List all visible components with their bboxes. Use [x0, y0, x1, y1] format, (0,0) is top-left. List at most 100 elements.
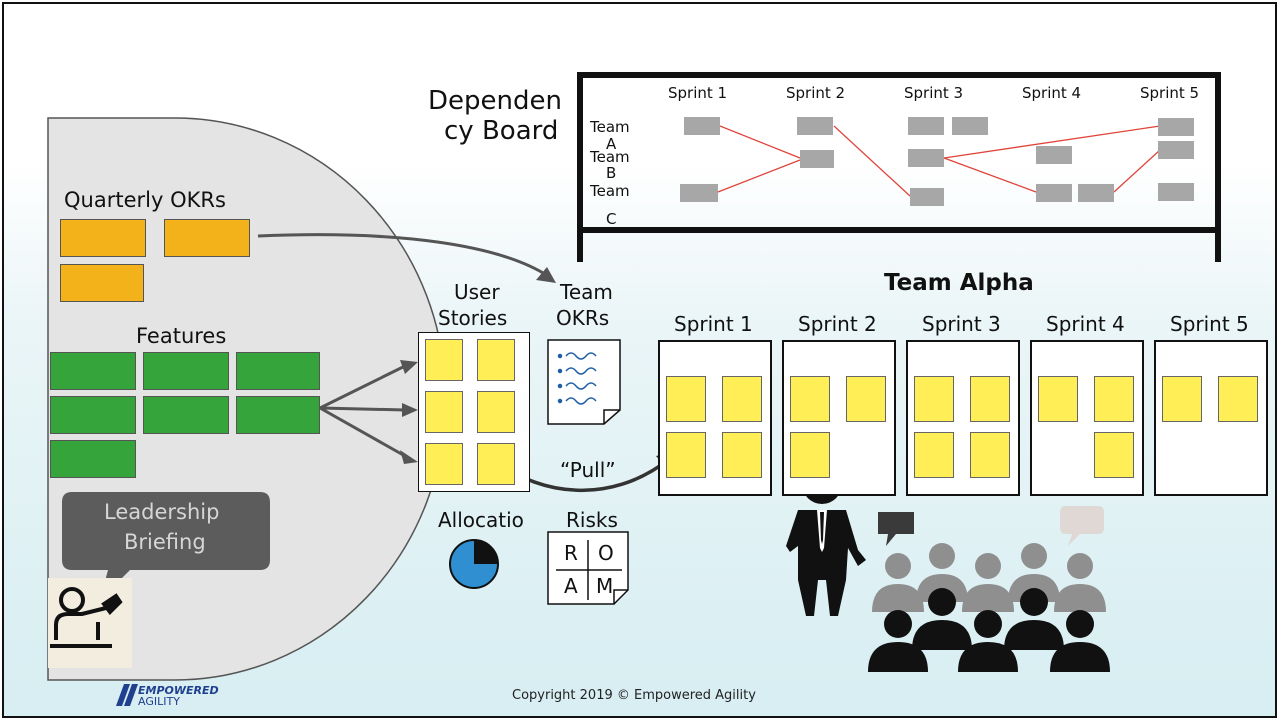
team-okrs-line2: OKRs	[556, 306, 610, 330]
dep-sprint-5: Sprint 5	[1140, 84, 1200, 102]
feature-note	[236, 396, 320, 434]
leadership-briefing-line1: Leadership	[104, 500, 220, 524]
roam-board	[547, 531, 629, 605]
dep-team-a-line1: Team	[590, 118, 630, 136]
empowered-agility-logo-mark	[116, 684, 138, 706]
dep-card	[684, 117, 720, 135]
team-alpha-title: Team Alpha	[884, 270, 1034, 296]
dependency-board-title-line1: Dependen	[428, 86, 562, 116]
features-label: Features	[136, 324, 227, 348]
user-story-note	[477, 339, 515, 381]
logo-line1: EMPOWERED	[138, 684, 219, 697]
risk-letter-m: M	[596, 574, 614, 598]
sprint-story-note	[846, 376, 886, 422]
risks-label: Risks	[566, 508, 618, 532]
risk-letter-r: R	[564, 541, 578, 565]
quarterly-okr-note	[164, 219, 250, 257]
team-okrs-document-icon	[547, 339, 621, 425]
dep-team-b-line1: Team	[590, 148, 630, 166]
feature-note	[236, 352, 320, 390]
user-story-note	[477, 391, 515, 433]
sprint-story-note	[1094, 376, 1134, 422]
sprint-story-note	[914, 432, 954, 478]
sprint-story-note	[722, 432, 762, 478]
dep-card	[1036, 184, 1072, 202]
audience-black-row	[868, 588, 1110, 672]
team-okrs-line1: Team	[560, 280, 613, 304]
team-light-speech-bubble	[1060, 506, 1104, 546]
dep-card	[680, 184, 718, 202]
dep-sprint-4: Sprint 4	[1022, 84, 1082, 102]
sprint-story-note	[1038, 376, 1078, 422]
alpha-sprint-4-label: Sprint 4	[1046, 312, 1125, 336]
sprint-story-note	[722, 376, 762, 422]
allocation-label: Allocatio	[438, 508, 524, 532]
dep-team-a-line2: A	[606, 135, 617, 153]
sprint-story-note	[914, 376, 954, 422]
alpha-sprint-1-label: Sprint 1	[674, 312, 753, 336]
user-story-note	[425, 391, 463, 433]
dep-card	[908, 149, 944, 167]
dep-card	[952, 117, 988, 135]
dep-card	[800, 150, 834, 168]
quarterly-okr-note	[60, 219, 146, 257]
alpha-sprint-3-column	[906, 340, 1020, 496]
user-story-note	[477, 443, 515, 485]
dep-team-b-line2: B	[606, 164, 617, 182]
alpha-sprint-2-label: Sprint 2	[798, 312, 877, 336]
audience-grey-row	[872, 543, 1106, 612]
user-stories-line1: User	[454, 280, 500, 304]
feature-note	[143, 352, 229, 390]
okr-arrow	[257, 233, 549, 278]
user-stories-board	[418, 332, 530, 492]
dep-sprint-3: Sprint 3	[904, 84, 964, 102]
alpha-sprint-3-label: Sprint 3	[922, 312, 1001, 336]
leadership-bubble	[62, 492, 270, 600]
copyright-text: Copyright 2019 © Empowered Agility	[512, 688, 756, 703]
dependency-lines	[717, 125, 1161, 197]
risk-letter-o: O	[598, 541, 614, 565]
sprint-story-note	[1094, 432, 1134, 478]
sprint-story-note	[970, 376, 1010, 422]
dep-sprint-1: Sprint 1	[668, 84, 728, 102]
alpha-sprint-1-column	[658, 340, 772, 496]
dep-card	[1078, 184, 1114, 202]
dep-team-c-line2: C	[606, 210, 617, 228]
dep-card	[1158, 118, 1194, 136]
sprint-story-note	[790, 432, 830, 478]
sprint-story-note	[666, 376, 706, 422]
risk-letter-a: A	[564, 574, 578, 598]
quarterly-okrs-label: Quarterly OKRs	[64, 188, 226, 212]
sprint-story-note	[1218, 376, 1258, 422]
alpha-sprint-2-column	[782, 340, 896, 496]
sprint-story-note	[666, 432, 706, 478]
feature-note	[50, 440, 136, 478]
dep-team-c-line1: Team	[590, 182, 630, 200]
dep-card	[1036, 146, 1072, 164]
alpha-sprint-5-column	[1154, 340, 1268, 496]
feature-note	[50, 396, 136, 434]
team-dark-speech-bubble	[878, 512, 914, 546]
sprint-story-note	[790, 376, 830, 422]
dep-card	[797, 117, 833, 135]
dep-card	[1158, 183, 1194, 201]
feature-note	[50, 352, 136, 390]
feature-note	[143, 396, 229, 434]
sprint-story-note	[1162, 376, 1202, 422]
dep-card	[910, 188, 944, 206]
pull-label: “Pull”	[560, 458, 616, 482]
alpha-sprint-4-column	[1030, 340, 1144, 496]
leadership-briefing-line2: Briefing	[124, 530, 206, 554]
user-story-note	[425, 339, 463, 381]
dep-card	[908, 117, 944, 135]
dep-sprint-2: Sprint 2	[786, 84, 846, 102]
allocation-pie-icon	[449, 539, 499, 589]
person-at-board-icon	[50, 587, 123, 648]
dependency-board-frame	[577, 72, 1221, 262]
alpha-sprint-5-label: Sprint 5	[1170, 312, 1249, 336]
dep-card	[1158, 141, 1194, 159]
dependency-board-title-line2: cy Board	[444, 116, 559, 146]
user-story-note	[425, 443, 463, 485]
quarterly-okr-note	[60, 264, 144, 302]
